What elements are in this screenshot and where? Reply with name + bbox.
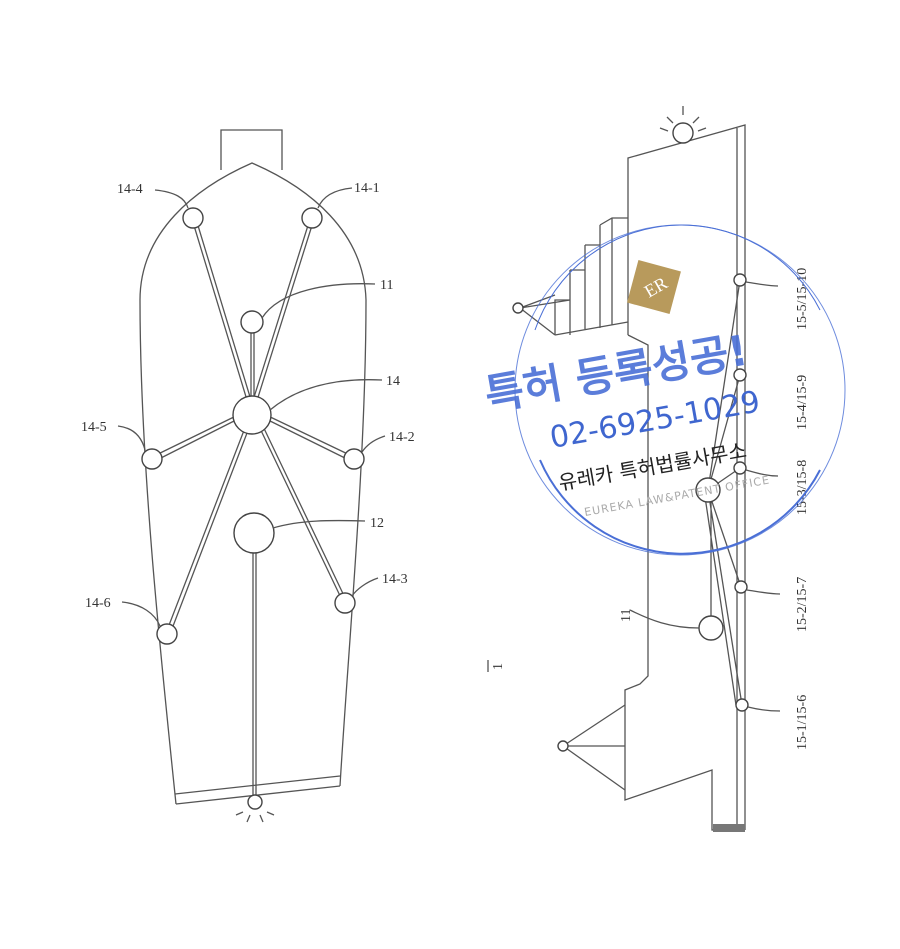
label-11-side: 11 [619, 609, 634, 622]
label-14-1: 14-1 [354, 181, 380, 196]
watermark-stamp: ER 특허 등록성공! 02-6925-1029 유레카 특허법률사무소 EUR… [481, 225, 845, 555]
label-15-4-15-9: 15-4/15-9 [795, 375, 810, 430]
label-14-2: 14-2 [389, 430, 415, 445]
node-11-side [699, 616, 723, 640]
node-12 [234, 513, 274, 553]
node-14-6 [157, 624, 177, 644]
stern-rigging [563, 705, 625, 790]
hatched-keel [713, 824, 745, 832]
label-11: 11 [380, 278, 393, 293]
stern-light-icon [248, 795, 262, 809]
node-14-5 [142, 449, 162, 469]
light-rays-icon [236, 812, 274, 822]
node-15-1 [736, 699, 748, 711]
bow-block [221, 130, 282, 170]
stern-node [558, 741, 568, 751]
figure-ref-1: 1 [491, 663, 506, 670]
node-14 [233, 396, 271, 434]
node-11 [241, 311, 263, 333]
masthead-light-icon [673, 123, 693, 143]
label-14-4: 14-4 [117, 182, 143, 197]
bow-rigging [520, 295, 570, 335]
node-15-5 [734, 274, 746, 286]
label-15-2-15-7: 15-2/15-7 [795, 577, 810, 632]
label-14: 14 [386, 374, 400, 389]
label-14-5: 14-5 [81, 420, 107, 435]
bow-light [513, 303, 523, 313]
node-14-4 [183, 208, 203, 228]
node-15-2 [735, 581, 747, 593]
node-14-2 [344, 449, 364, 469]
label-15-1-15-6: 15-1/15-6 [795, 695, 810, 750]
wire-lines [152, 219, 354, 796]
label-14-6: 14-6 [85, 596, 111, 611]
logo-er: ER [611, 244, 696, 329]
label-14-3: 14-3 [382, 572, 408, 587]
node-14-1 [302, 208, 322, 228]
left-figure-top-view: 14-4 14-1 11 14 14-5 14-2 12 14-3 14-6 [81, 130, 415, 822]
label-12: 12 [370, 516, 384, 531]
